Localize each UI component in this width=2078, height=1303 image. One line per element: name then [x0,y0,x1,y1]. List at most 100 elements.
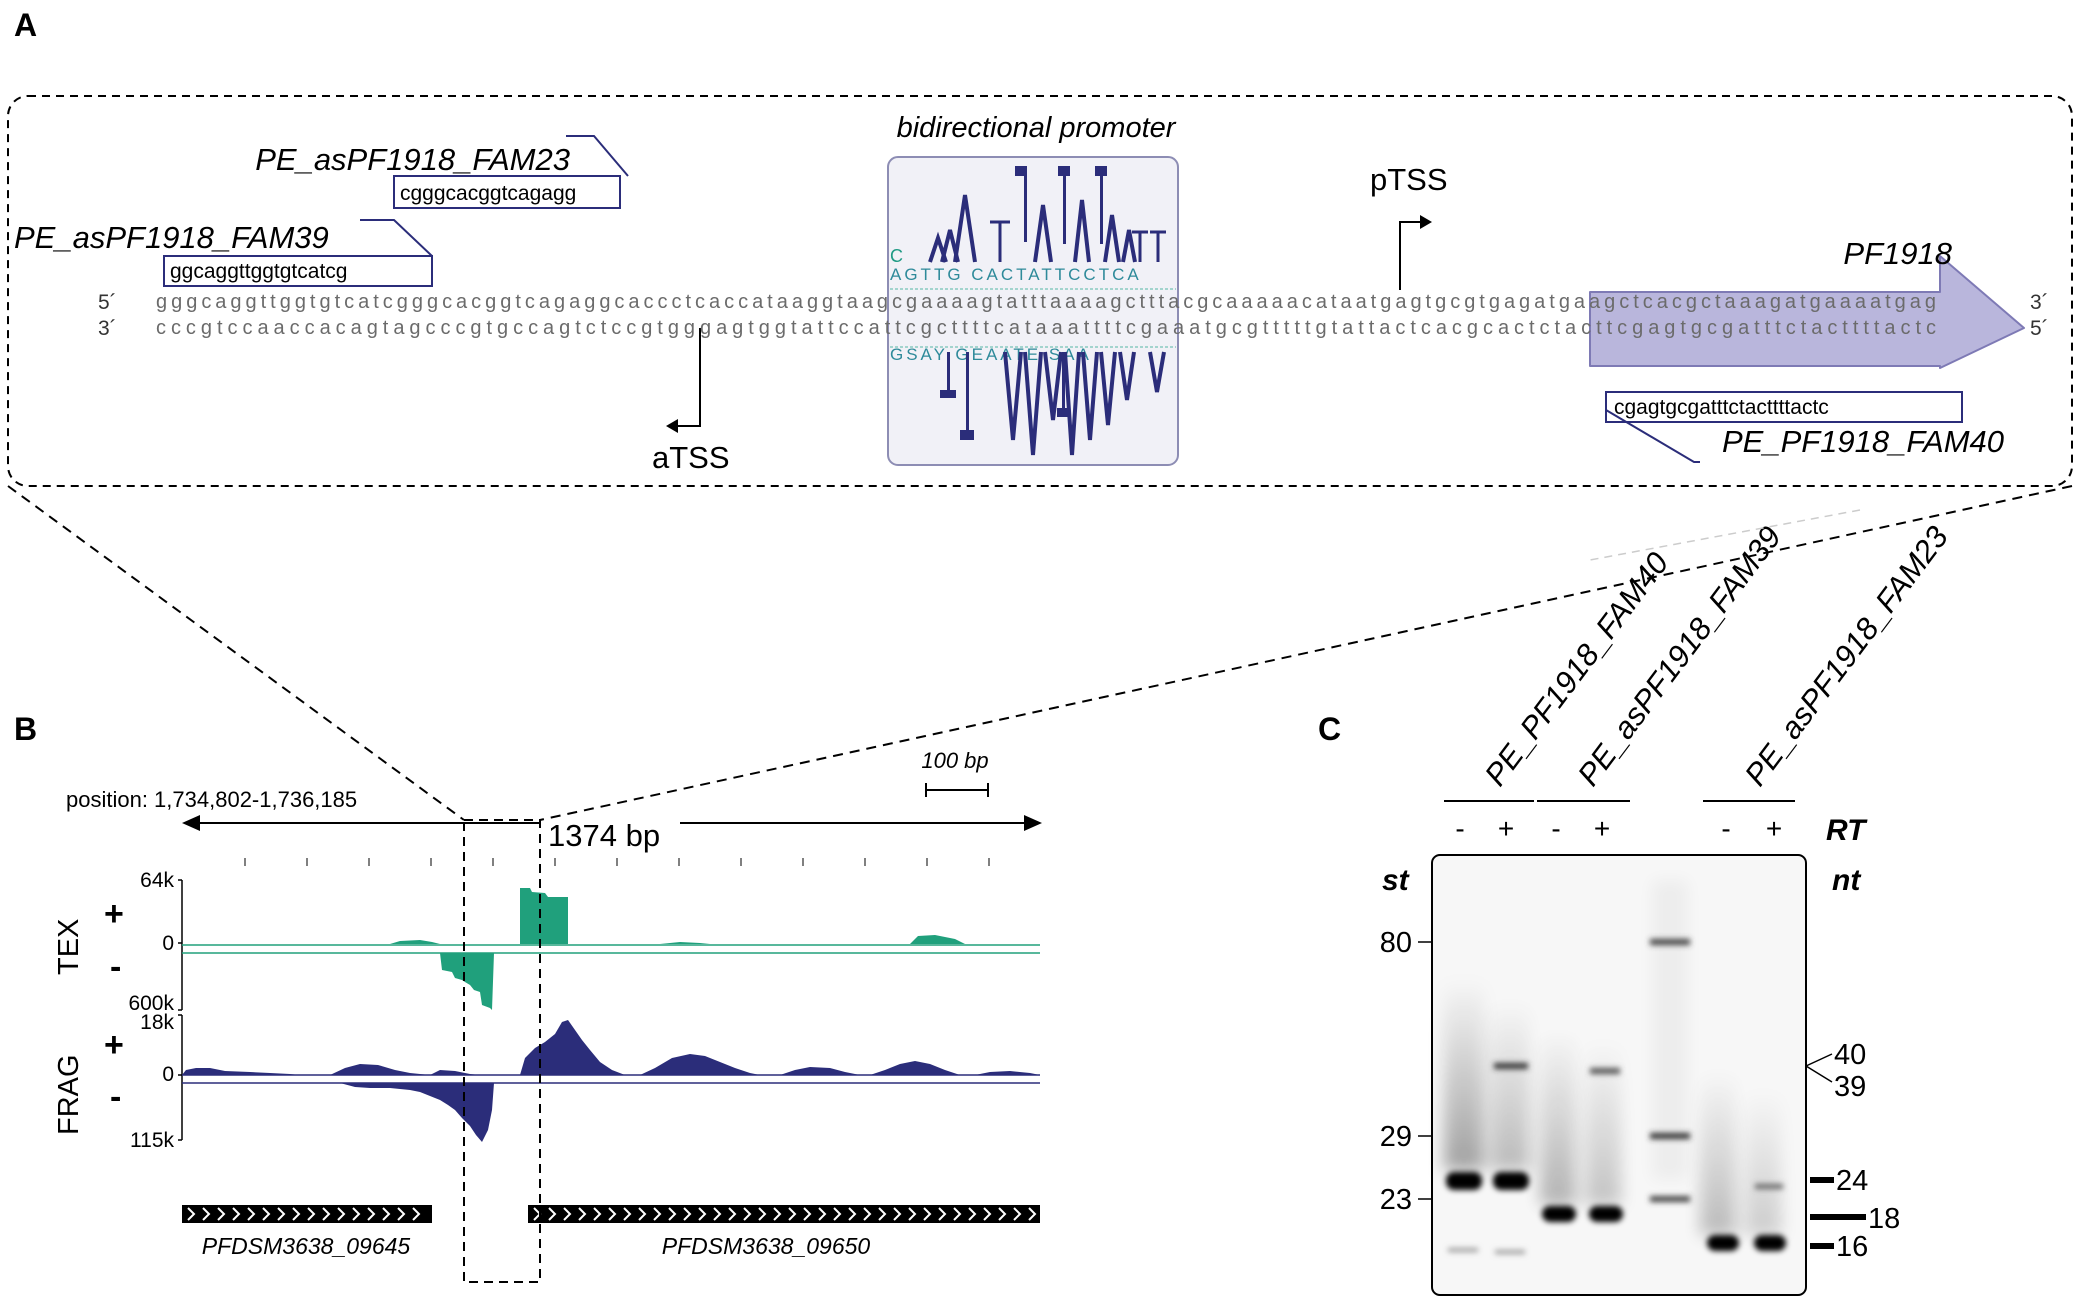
atss-label: aTSS [652,440,730,475]
strand-chevron [863,1207,872,1221]
strand-chevron [1013,1207,1022,1221]
strand-chevron [397,1207,406,1221]
span-arrow: 1374 bp [182,815,1042,853]
primer-fam23: PE_asPF1918_FAM23 cgggcacggtcagagg [255,135,629,209]
lane-label-fam40: PE_PF1918_FAM40 [1478,546,1676,792]
primer-fam39: PE_asPF1918_FAM39 ggcaggttggtgtcatcg [14,219,433,287]
strand-chevron [638,1207,647,1221]
gene-left-label: PFDSM3638_09645 [202,1233,411,1259]
strand-chevron [908,1207,917,1221]
tex-minus-sign: - [110,948,121,986]
rt-sign-2: + [1498,813,1514,844]
strand-chevron [833,1207,842,1221]
strand-bottom-5: 5´ [2030,317,2049,340]
frag-track [182,1020,1040,1142]
strand-chevron [322,1207,331,1221]
tex-zero: 0 [162,932,174,955]
strand-chevron [548,1207,557,1221]
rt-sign-5: - [1721,813,1730,844]
primer-fam40: cgagtgcgatttctacttttactc PE_PF1918_FAM40 [1605,391,2004,463]
zoom-line-right [539,485,2073,821]
primer-fam39-seq: ggcaggttggtgtcatcg [170,260,347,283]
strand-chevron [367,1207,376,1221]
gene-arrow-pf1918: PF1918 [1589,236,2025,369]
strand-chevron [608,1207,617,1221]
rt-sign-1: - [1455,813,1464,844]
tex-minus-max: 600k [128,992,174,1015]
size-markers [1805,1053,1866,1249]
strand-chevron [773,1207,782,1221]
panel-letter-a: A [14,7,37,43]
strand-chevron [563,1207,572,1221]
ptss-marker: pTSS [1370,162,1448,290]
strand-chevron [337,1207,346,1221]
strand-chevron [262,1207,271,1221]
frag-minus-sign: - [110,1078,121,1116]
promoter-region-box [7,95,2073,487]
strand-chevron [187,1207,196,1221]
ladder-ticks [1418,941,1432,1200]
strand-chevron [668,1207,677,1221]
svg-text:C: C [890,246,903,266]
axis-ticks [244,858,990,866]
strand-chevron [788,1207,797,1221]
primer-fam23-name: PE_asPF1918_FAM23 [255,142,570,177]
strand-chevron [232,1207,241,1221]
gene-track-right [528,1205,1040,1223]
scale-bar-label: 100 bp [921,748,988,773]
zoom-line-left [7,485,465,821]
atss-marker: aTSS [652,328,730,475]
span-label: 1374 bp [548,818,660,853]
primer-fam40-seq: cgagtgcgatttctacttttactc [1614,396,1829,419]
track-label-tex: TEX [53,919,85,975]
size-16: 16 [1836,1231,1868,1263]
motif-logo: C AGTTG CACTATTCCTCA GSAY GEAATE SAA [887,156,1179,466]
strand-chevron [878,1207,887,1221]
strand-chevron [998,1207,1007,1221]
frag-plus-max: 18k [140,1011,174,1034]
strand-top-5: 5´ [98,291,117,314]
track-label-frag: FRAG [53,1054,85,1135]
strand-chevron [803,1207,812,1221]
frag-minus-max: 115k [130,1129,174,1152]
promoter-highlight-box [463,819,541,1283]
panel-letter-b: B [14,711,37,747]
strand-chevron [953,1207,962,1221]
scale-bar [925,783,989,797]
strand-chevron [698,1207,707,1221]
genome-position: position: 1,734,802-1,736,185 [66,787,357,812]
strand-chevron [968,1207,977,1221]
size-18: 18 [1868,1203,1900,1235]
strand-chevron [307,1207,316,1221]
strand-chevron [623,1207,632,1221]
ptss-label: pTSS [1370,162,1448,197]
frag-plus-sign: + [104,1026,124,1064]
primer-fam40-name: PE_PF1918_FAM40 [1722,424,2004,459]
ladder-80: 80 [1380,927,1412,959]
primer-fam23-seq: cgggcacggtcagagg [400,182,576,205]
strand-chevron [893,1207,902,1221]
tex-track [182,888,1040,1010]
strand-chevron [818,1207,827,1221]
strand-chevron [743,1207,752,1221]
strand-chevron [277,1207,286,1221]
strand-chevron [412,1207,421,1221]
ladder-23: 23 [1380,1184,1412,1216]
strand-chevron [923,1207,932,1221]
rt-label: RT [1826,814,1868,847]
zoom-line-faint [1589,509,1861,561]
strand-chevron [352,1207,361,1221]
promoter-title: bidirectional promoter [897,112,1177,144]
sequence-bottom: cccgtccaaccacagtagcccgtgccagtctccgtgggag… [156,317,1936,339]
strand-bottom-3: 3´ [98,317,117,340]
strand-chevron [247,1207,256,1221]
strand-chevron [848,1207,857,1221]
rt-sign-3: - [1551,813,1560,844]
size-39: 39 [1834,1071,1866,1103]
strand-top-3: 3´ [2030,291,2049,314]
primer-fam39-name: PE_asPF1918_FAM39 [14,220,329,255]
rt-sign-6: + [1766,813,1782,844]
strand-chevron [292,1207,301,1221]
rt-sign-4: + [1594,813,1610,844]
tex-plus-max: 64k [140,869,174,892]
